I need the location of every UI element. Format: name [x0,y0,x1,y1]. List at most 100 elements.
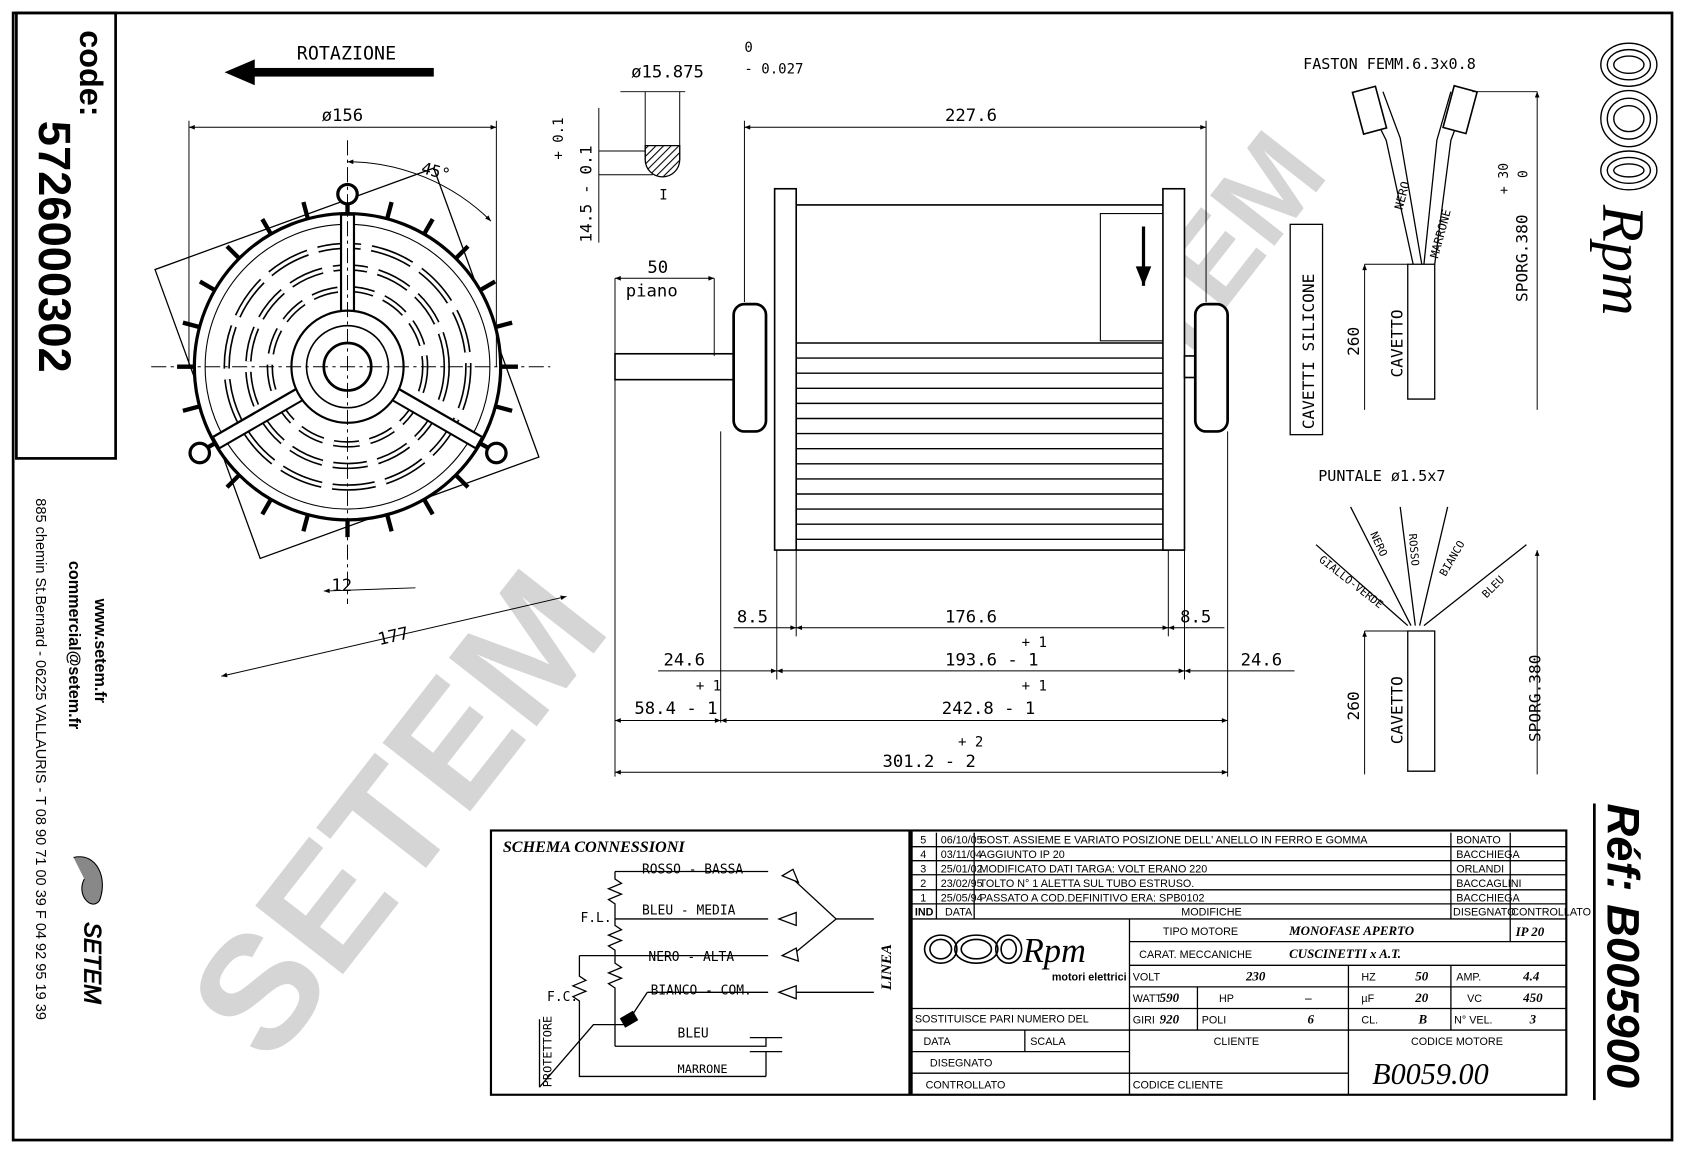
right-strip: Rpm Réf: B005900 [1589,42,1658,1101]
title-block-giri-label: GIRI [1133,1015,1155,1027]
title-block-logo-sub: motori elettrici [1052,971,1127,983]
revisions-headers-ind: IND [915,907,934,919]
rect-shape [619,1010,639,1028]
rect-shape [773,187,798,551]
path-shape [1364,91,1468,265]
connection-schema: SCHEMA CONNESSIONI ROSSO - BASSA BLEU - … [489,829,911,1096]
revision-date: 06/10/05 [941,834,983,846]
revision-ind: 2 [920,878,926,890]
title-block-hp: – [1304,990,1312,1005]
shaft-detail-height-tol: + 0.1 [551,117,567,159]
shaft-detail-diameter: ø15.875 [631,63,704,83]
side-view-dim-301-tol: + 2 [958,734,983,750]
schema-line: LINEA [879,944,895,991]
ellipse-shape [960,938,993,960]
path-shape [1407,263,1436,400]
shaft-detail-height: 14.5 - 0.1 [576,145,595,242]
rect-shape [732,302,768,433]
side-view-dim-24-6-left: 24.6 [664,650,706,670]
title-block-tipo-value: MONOFASE APERTO [1288,923,1414,938]
revision-ind: 4 [920,849,926,861]
title-block-amp: 4.4 [1522,968,1540,983]
schema-wires-3: BIANCO - COM. [651,983,752,998]
title-block-scala: SCALA [1030,1036,1066,1048]
schema-wires-2: NERO - ALTA [648,950,734,965]
title-block-ip: IP 20 [1515,924,1545,939]
schema-protector: PROTETTORE [540,1016,554,1087]
cable-top-sheath: CAVETTO [1387,309,1406,377]
side-view-dim-193: 193.6 - 1 [945,650,1038,670]
g-shape [923,934,1023,964]
arrow-left-icon [224,59,255,86]
revisions-headers-drawn: DISEGNATO [1453,907,1515,919]
title-block-codice-cliente: CODICE CLIENTE [1133,1079,1223,1091]
cable-top-sporg: SPORG.380 [1512,214,1531,302]
cable-top-note: CAVETTI SILICONE [1299,274,1318,430]
side-view-flat-label: piano [626,282,678,302]
shaft-detail-tol-lower: - 0.027 [744,61,803,77]
code-label: code: [73,30,109,116]
sheet-border [11,11,1674,1142]
code-box: code: 5726000302 [15,11,117,460]
reference-number: Réf: B005900 [1597,804,1648,1089]
schema-wires-0: ROSSO - BASSA [642,863,743,878]
ellipse-shape [953,934,999,964]
title-block-vel: 3 [1529,1012,1537,1027]
cable-top-length: 260 [1344,327,1363,356]
ellipse-shape [1600,150,1658,191]
circle-shape [485,441,508,465]
shaft-detail-tol-upper: 0 [744,40,752,56]
title-block-carat-label: CARAT. MECCANICHE [1139,949,1252,961]
schema-fc: F.C. [547,990,578,1005]
revision-by: BACCHIEGA [1456,849,1520,861]
side-view-dim-58-tol: + 1 [696,678,721,694]
title-block-poli: 6 [1307,1012,1314,1027]
cable-bottom-wires-0: GIALLO-VERDE [1316,553,1385,611]
shaft-detail: ø15.875 0 - 0.027 + 0.1 14.5 - 0.1 I [551,40,804,243]
revision-text: PASSATO A COD.DEFINITIVO ERA: SPB0102 [980,892,1205,904]
title-block-codice-motore-label: CODICE MOTORE [1411,1036,1503,1048]
ellipse-shape [923,934,958,964]
setem-logo: SETEM [73,856,105,1005]
path-shape [73,856,103,905]
rect-shape [1162,187,1186,551]
title-block-data: DATA [923,1036,951,1048]
cable-bottom-wires-1: NERO [1367,530,1390,559]
company-email: commercial@setem.fr [65,561,83,730]
revision-date: 23/02/95 [941,878,983,890]
title-block-hz: 50 [1415,968,1428,983]
ellipse-shape [1606,156,1652,185]
revision-by: BACCHIEGA [1456,892,1520,904]
dim-diameter: ø156 [322,106,364,126]
cable-bottom-wires-3: BIANCO [1437,538,1468,578]
schema-wires-1: BLEU - MEDIA [642,904,736,919]
title-block-hz-label: HZ [1361,971,1376,983]
rect-shape [1351,85,1388,136]
path-shape [539,991,648,1088]
side-view: 227.6 50 piano 8.5 176.6 8.5 24.6 + 1 19… [614,106,1295,777]
schema-title: SCHEMA CONNESSIONI [503,839,686,856]
revision-by: BACCAGLINI [1456,878,1521,890]
title-block-watt: 590 [1160,990,1180,1005]
path-shape [606,871,624,1047]
revision-ind: 5 [920,834,926,846]
rect-shape [1193,302,1229,433]
title-block-volt: 230 [1245,968,1266,983]
path-shape [1315,506,1527,627]
g-shape [911,832,1567,1095]
ellipse-shape [1613,55,1645,75]
title-block-amp-label: AMP. [1456,971,1481,983]
side-view-dim-242-tol: + 1 [1022,678,1047,694]
title-block-logo: Rpm [1022,932,1086,970]
revision-by: BONATO [1456,834,1500,846]
motor-code: B0059.00 [1372,1057,1489,1091]
shaft-detail-section-mark: I [659,188,667,204]
side-view-dim-242: 242.8 - 1 [942,699,1035,719]
revision-text: SOST. ASSIEME E VARIATO POSIZIONE DELL' … [980,834,1369,846]
rect-shape [489,829,911,1096]
rpm-brand-logo [1600,42,1658,191]
